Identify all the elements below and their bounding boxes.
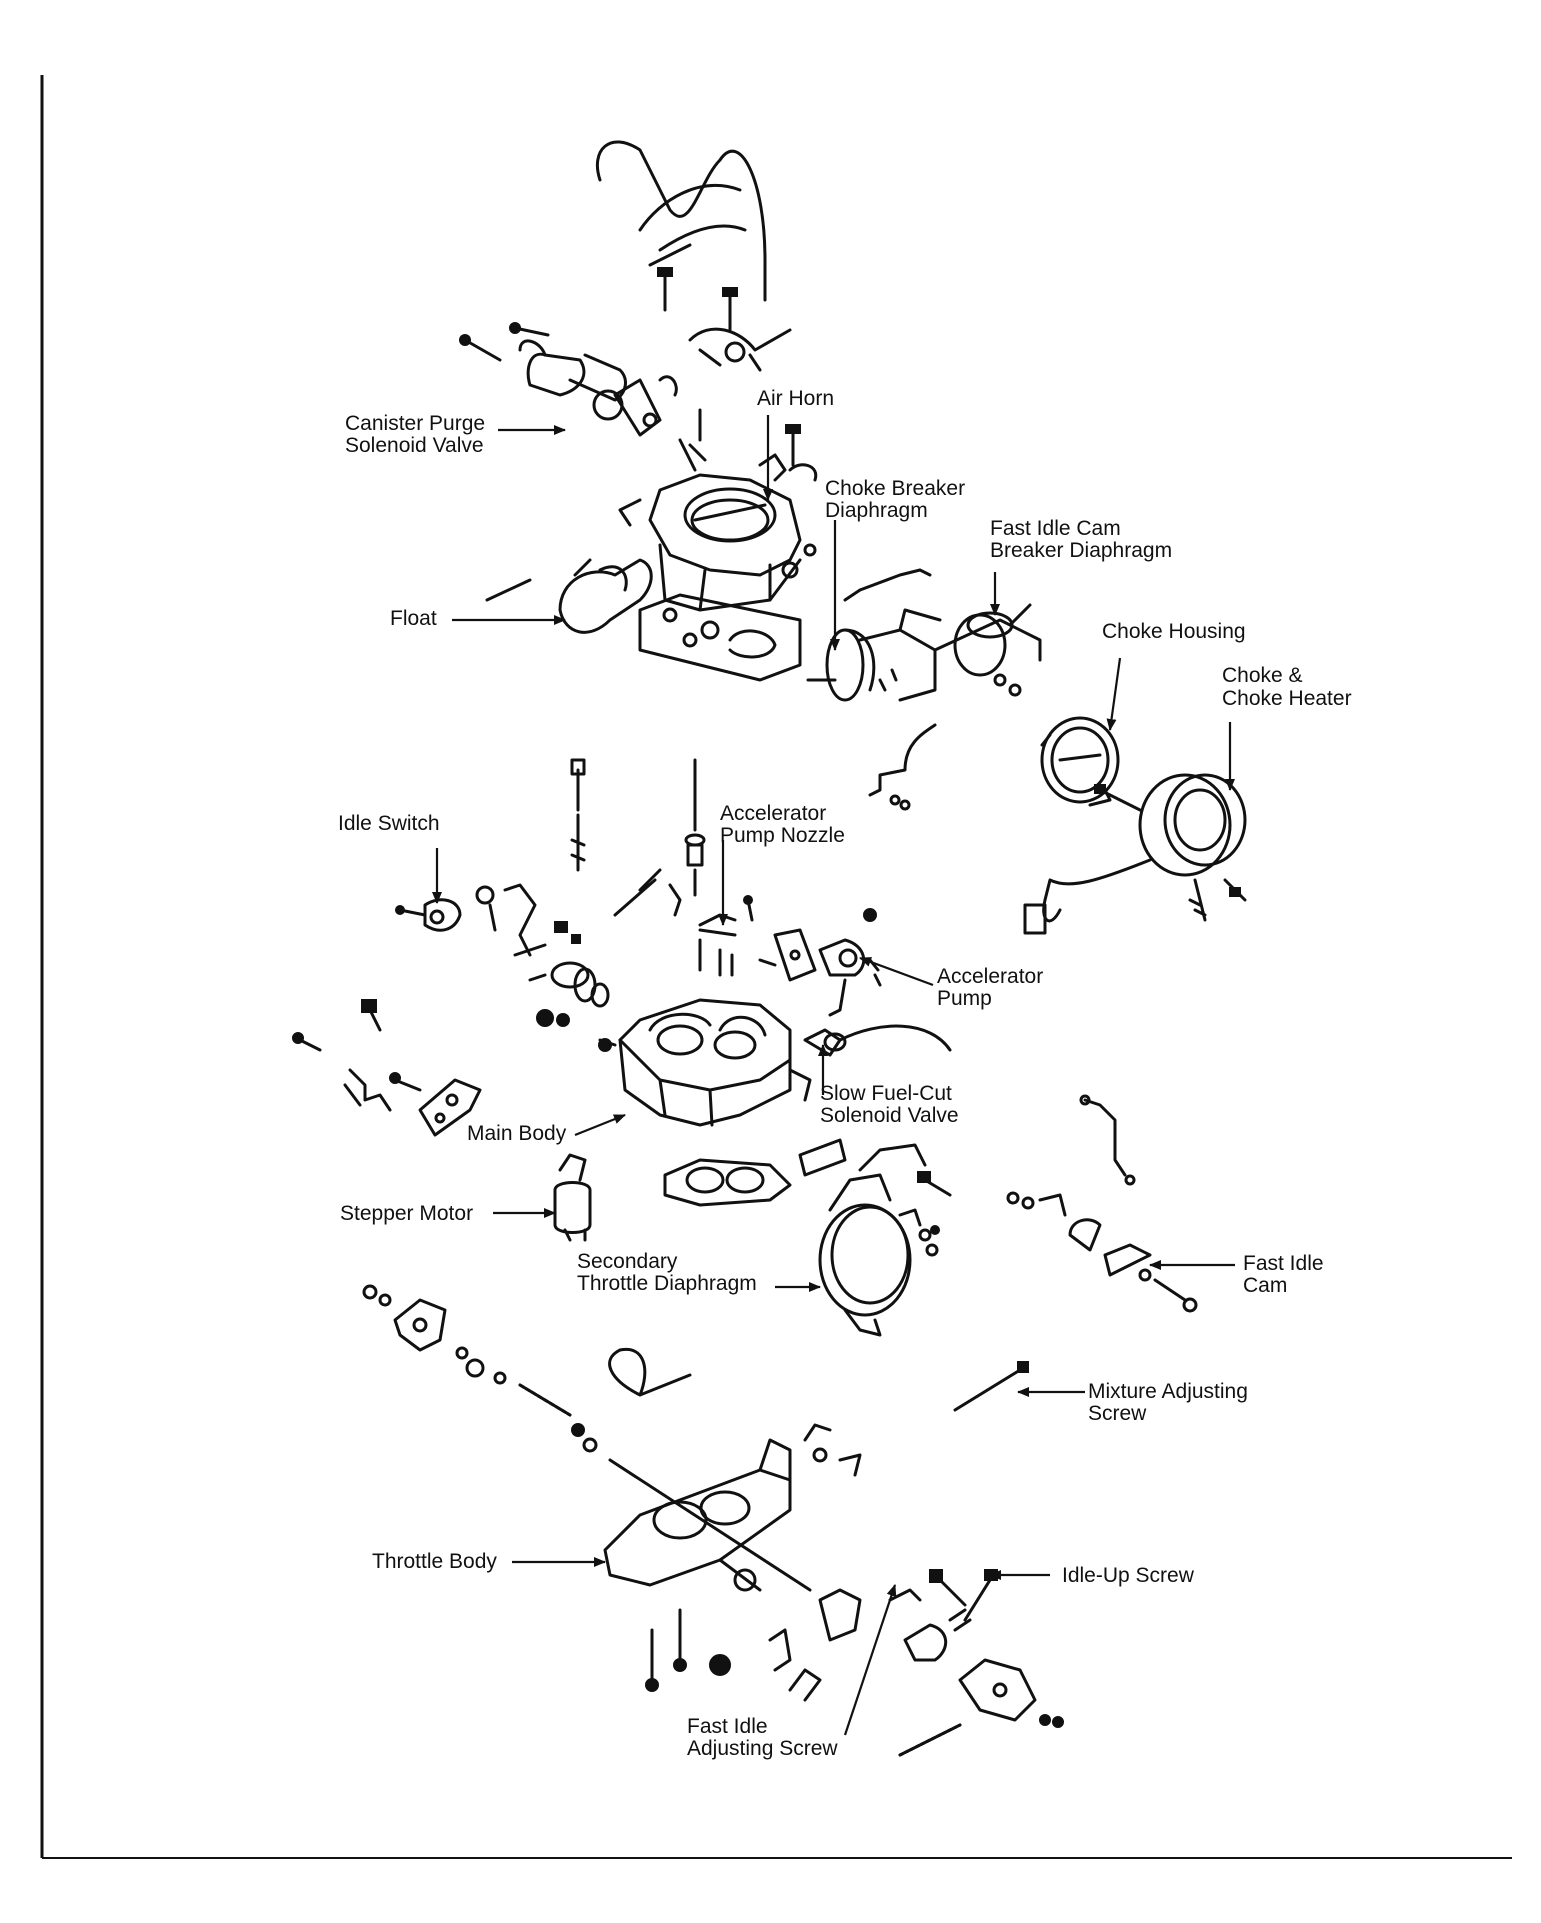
choke-breaker-diaphragm-part: [806, 568, 1042, 702]
choke-housing-part: [1040, 716, 1142, 812]
label-idle-switch: Idle Switch: [338, 812, 440, 835]
label-accel-pump-nozzle: Accelerator Pump Nozzle: [720, 802, 845, 847]
slow-fuel-cut-solenoid-part: [803, 1024, 952, 1057]
bracket-part: [475, 883, 610, 1027]
label-choke-housing: Choke Housing: [1102, 620, 1246, 643]
secondary-throttle-diaphragm-part: [818, 1143, 952, 1337]
main-body-small-parts: [570, 758, 817, 982]
label-accel-pump: Accelerator Pump: [937, 965, 1049, 1010]
stepper-motor-part: [553, 1153, 592, 1242]
label-stepper-motor: Stepper Motor: [340, 1202, 473, 1225]
choke-link-rod-part: [868, 723, 937, 811]
label-throttle-body: Throttle Body: [372, 1550, 497, 1573]
throttle-hose-part: [608, 1347, 692, 1397]
mixture-screw-part: [953, 1361, 1029, 1412]
label-fast-idle-cam: Fast Idle Cam: [1243, 1252, 1329, 1297]
idle-up-linkage-part: [818, 1569, 1064, 1757]
label-main-body: Main Body: [467, 1122, 567, 1145]
label-idle-up-screw: Idle-Up Screw: [1062, 1564, 1195, 1587]
choke-lever-part: [688, 327, 792, 372]
air-horn-gasket-part: [638, 593, 802, 682]
label-air-horn: Air Horn: [757, 387, 834, 410]
label-choke-breaker: Choke Breaker Diaphragm: [825, 477, 971, 522]
vacuum-hoses-part: [595, 140, 767, 302]
idle-switch-part: [395, 898, 462, 932]
main-body-part: [598, 998, 812, 1127]
air-horn-part: [618, 453, 817, 612]
label-fast-idle-adjusting: Fast Idle Adjusting Screw: [687, 1715, 838, 1760]
choke-heater-part: [1023, 773, 1247, 935]
air-horn-screws-part: [657, 267, 738, 332]
left-brackets-part: [292, 999, 482, 1137]
small-links-part: [678, 408, 818, 482]
throttle-linkage-part: [362, 1284, 598, 1453]
canister-purge-solenoid-part: [459, 322, 678, 437]
label-mixture-screw: Mixture Adjusting Screw: [1088, 1380, 1254, 1425]
fast-idle-cam-part: [1006, 1094, 1198, 1313]
label-fast-idle-cam-breaker: Fast Idle Cam Breaker Diaphragm: [990, 517, 1172, 562]
label-float: Float: [390, 607, 437, 630]
label-choke-heater: Choke & Choke Heater: [1222, 664, 1352, 710]
leader-lines: [432, 415, 1235, 1736]
label-slow-fuel-cut: Slow Fuel-Cut Solenoid Valve: [820, 1082, 959, 1127]
throttle-body-part: [603, 1423, 862, 1702]
base-gaskets-part: [663, 1138, 847, 1207]
float-part: [485, 558, 653, 634]
label-canister-purge: Canister Purge Solenoid Valve: [345, 412, 491, 457]
label-secondary-throttle: Secondary Throttle Diaphragm: [577, 1250, 757, 1295]
